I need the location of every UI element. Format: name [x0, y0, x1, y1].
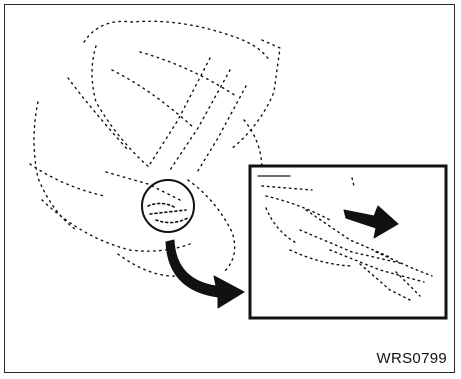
detail-inset-box [248, 164, 448, 320]
seat-lever-sketch [147, 202, 189, 224]
vehicle-seat-sketch-icon [29, 20, 281, 277]
curved-arrow-icon [165, 239, 245, 309]
callout-circle [141, 179, 195, 233]
figure-code-label: WRS0799 [376, 350, 447, 367]
pointer-arrow-icon [343, 205, 399, 239]
lever-closeup-sketch-icon [257, 175, 433, 301]
